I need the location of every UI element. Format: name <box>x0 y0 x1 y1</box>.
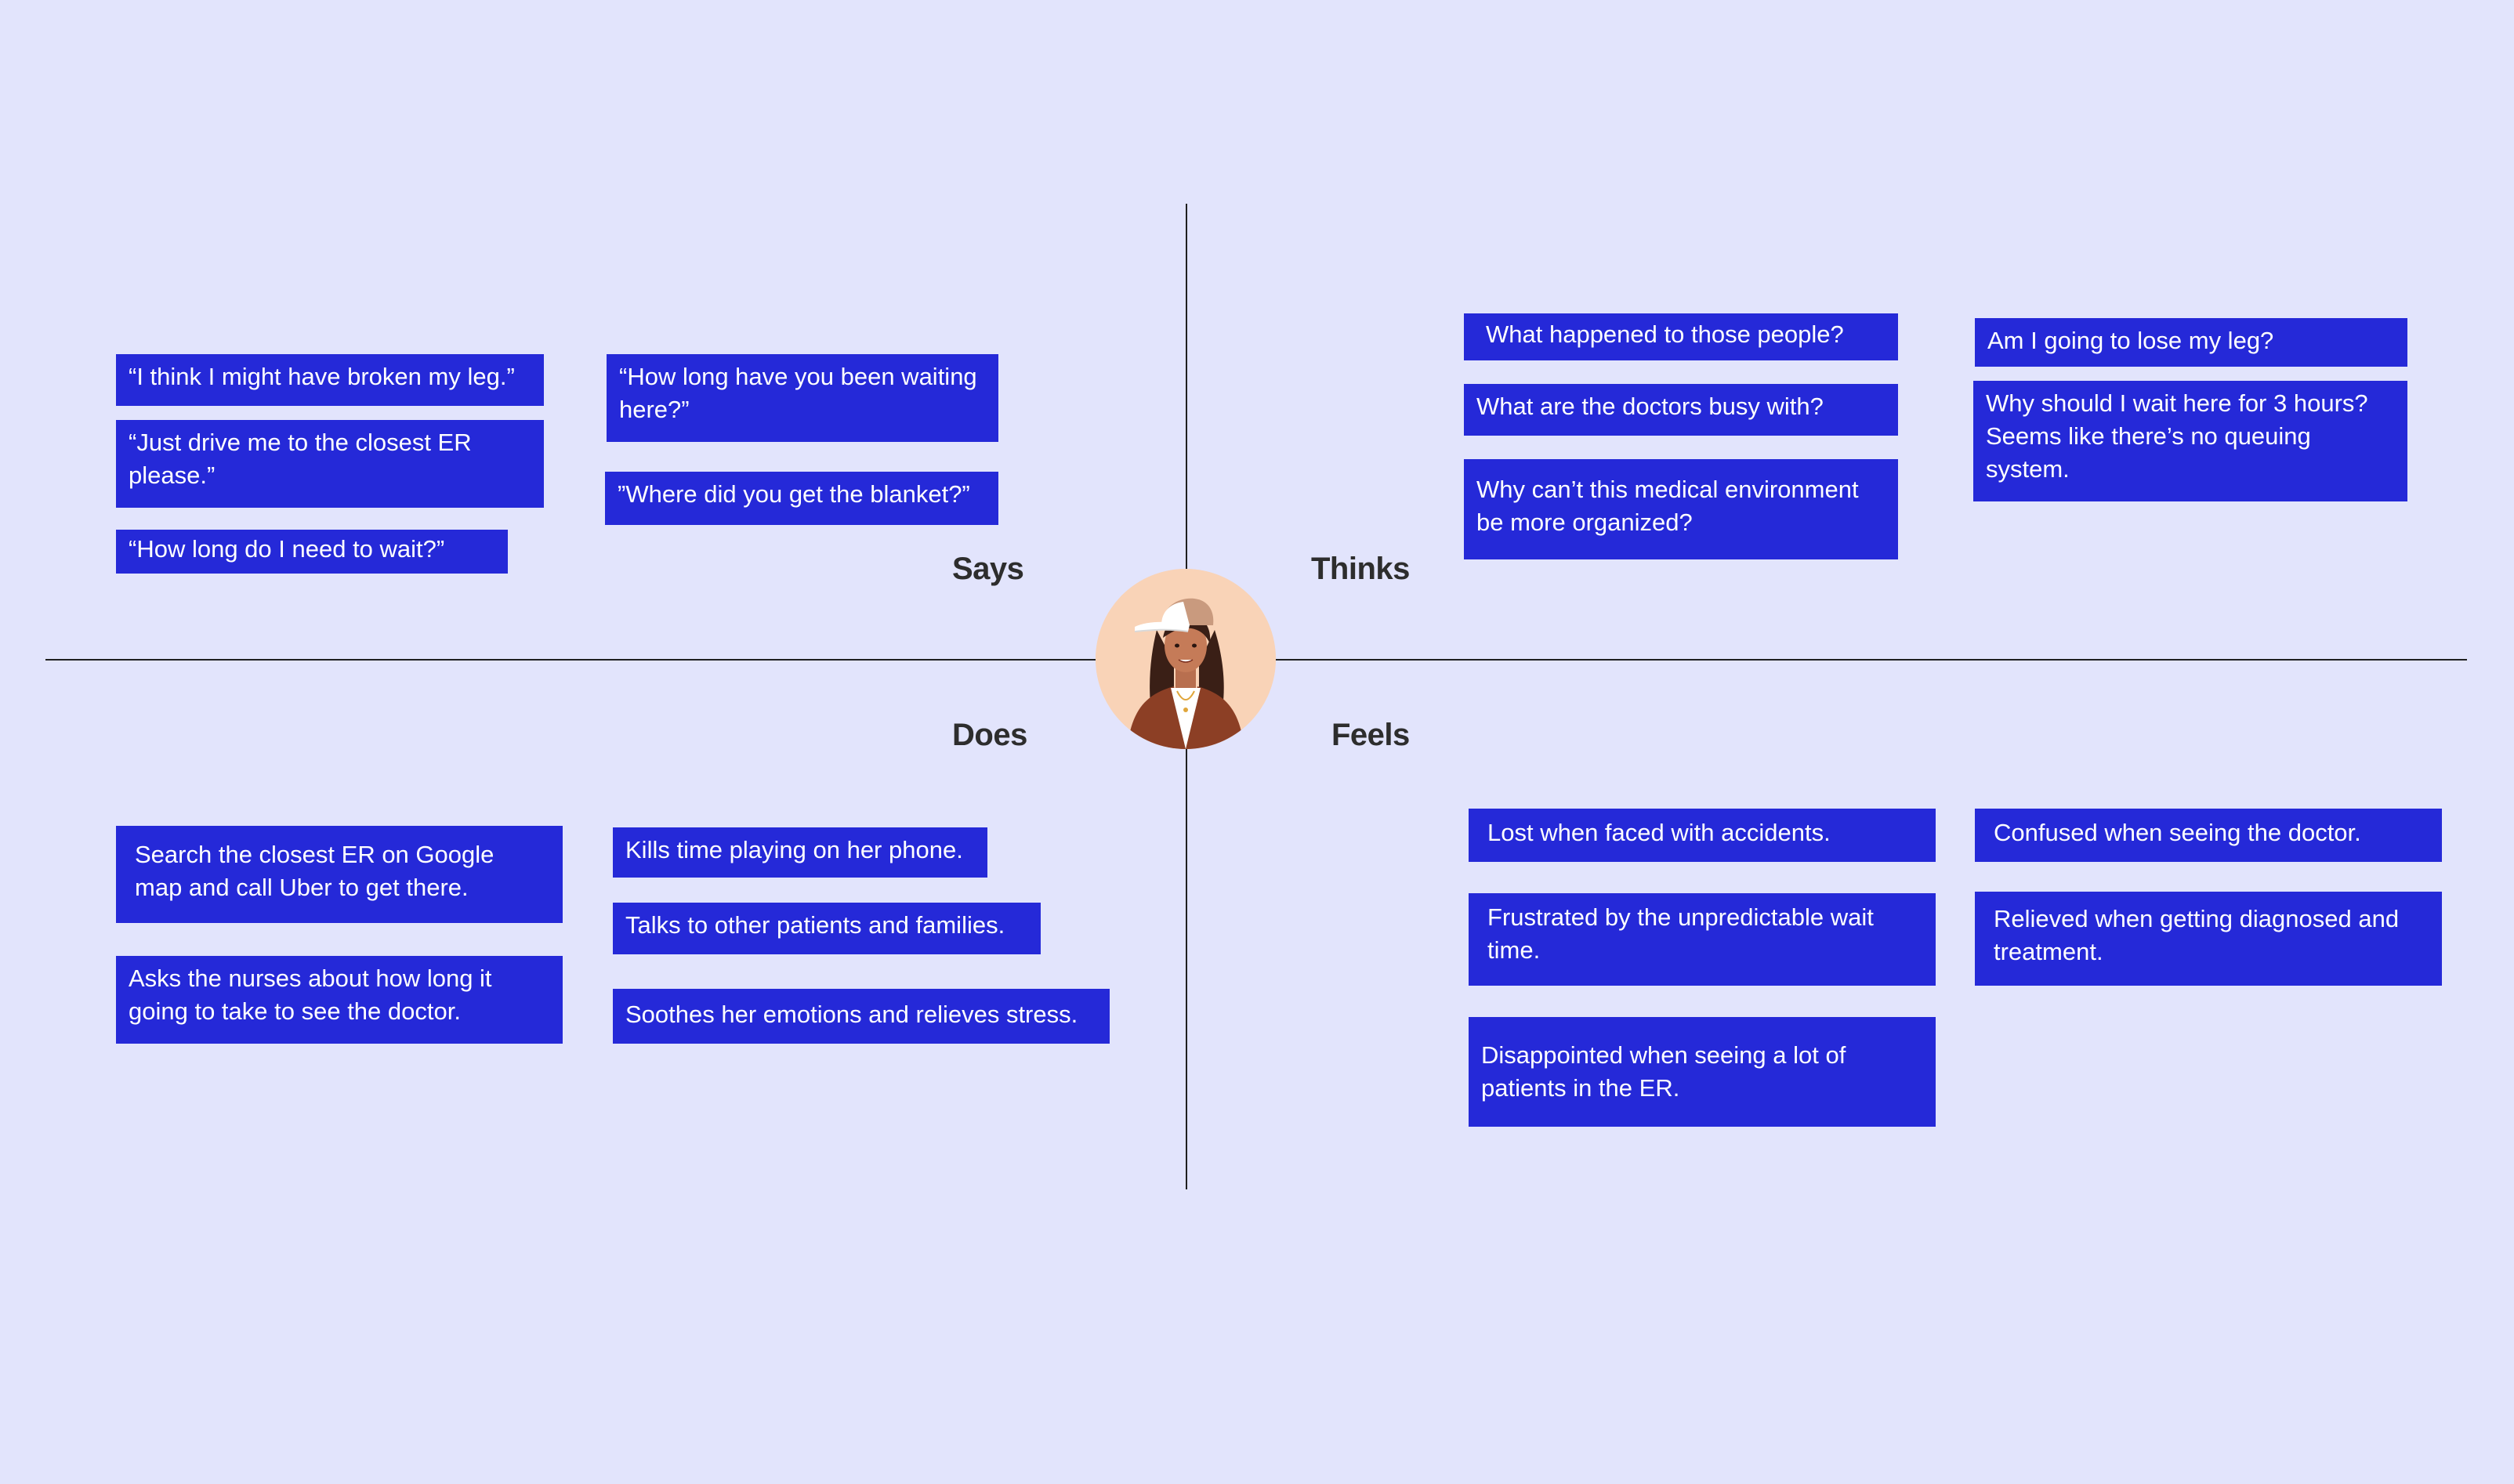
feels-note[interactable]: Disappointed when seeing a lot of patien… <box>1469 1017 1936 1127</box>
persona-avatar-icon <box>1096 569 1276 749</box>
says-note[interactable]: “How long have you been waiting here?” <box>607 354 998 442</box>
feels-note[interactable]: Lost when faced with accidents. <box>1469 809 1936 862</box>
says-note[interactable]: “How long do I need to wait?” <box>116 530 508 574</box>
feels-note[interactable]: Confused when seeing the doctor. <box>1975 809 2442 862</box>
thinks-note[interactable]: What are the doctors busy with? <box>1464 384 1898 436</box>
does-note[interactable]: Soothes her emotions and relieves stress… <box>613 989 1110 1044</box>
says-note[interactable]: “I think I might have broken my leg.” <box>116 354 544 406</box>
does-note[interactable]: Search the closest ER on Google map and … <box>116 826 563 923</box>
thinks-note[interactable]: Why should I wait here for 3 hours? Seem… <box>1973 381 2407 501</box>
thinks-note[interactable]: What happened to those people? <box>1464 313 1898 360</box>
does-note[interactable]: Asks the nurses about how long it going … <box>116 956 563 1044</box>
thinks-note[interactable]: Why can’t this medical environment be mo… <box>1464 459 1898 559</box>
does-note[interactable]: Talks to other patients and families. <box>613 903 1041 954</box>
says-note[interactable]: “Just drive me to the closest ER please.… <box>116 420 544 508</box>
quadrant-label-does: Does <box>952 718 1027 752</box>
quadrant-label-thinks: Thinks <box>1311 552 1410 586</box>
quadrant-label-feels: Feels <box>1331 718 1410 752</box>
thinks-note[interactable]: Am I going to lose my leg? <box>1975 318 2407 367</box>
says-note[interactable]: ”Where did you get the blanket?” <box>605 472 998 525</box>
quadrant-label-says: Says <box>952 552 1024 586</box>
feels-note[interactable]: Relieved when getting diagnosed and trea… <box>1975 892 2442 986</box>
feels-note[interactable]: Frustrated by the unpredictable wait tim… <box>1469 893 1936 986</box>
does-note[interactable]: Kills time playing on her phone. <box>613 827 987 878</box>
